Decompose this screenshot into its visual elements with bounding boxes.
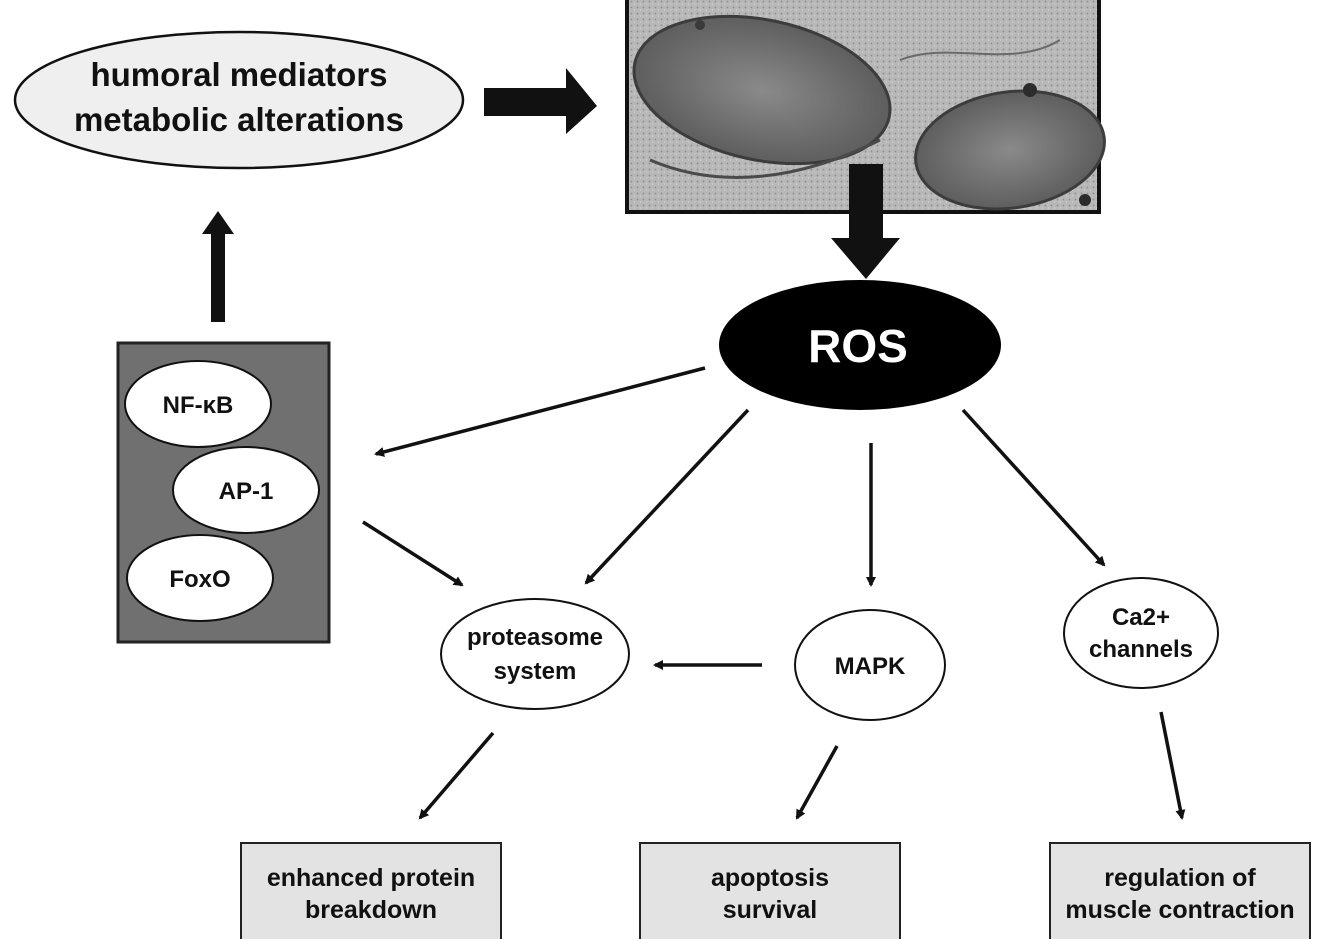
- ca-channels-node: Ca2+ channels: [1063, 577, 1219, 689]
- breakdown-line2: breakdown: [305, 896, 437, 924]
- proteasome-line2: system: [494, 658, 577, 685]
- nfkb-label: NF-κB: [163, 392, 234, 419]
- outcome-muscle-contraction: regulation of muscle contraction: [1049, 842, 1311, 939]
- block-arrow-down: [831, 164, 900, 279]
- arrow-ros-to-tf: [374, 366, 706, 457]
- foxo-label: FoxO: [169, 566, 230, 593]
- humoral-line2: metabolic alterations: [74, 101, 404, 138]
- muscle-line2: muscle contraction: [1065, 896, 1294, 924]
- mapk-label: MAPK: [835, 653, 906, 680]
- muscle-line1: regulation of: [1104, 864, 1256, 892]
- arrow-proteasome-to-breakdown: [418, 731, 495, 820]
- ros-node: ROS: [719, 280, 1001, 410]
- ca-line1: Ca2+: [1112, 604, 1170, 631]
- arrow-mapk-to-apoptosis: [795, 745, 839, 820]
- ca-line2: channels: [1089, 636, 1193, 663]
- mapk-node: MAPK: [794, 609, 946, 721]
- ap1-node: [172, 446, 320, 534]
- apoptosis-line2: survival: [723, 896, 818, 924]
- arrow-tf-to-proteasome: [362, 520, 464, 587]
- connector-arrows: [362, 366, 1186, 820]
- block-arrow-up: [202, 211, 234, 322]
- block-arrow-right: [484, 68, 597, 134]
- arrow-ros-to-proteasome: [584, 408, 750, 585]
- apoptosis-line1: apoptosis: [711, 864, 829, 892]
- proteasome-line1: proteasome: [467, 624, 603, 651]
- outcome-protein-breakdown: enhanced protein breakdown: [240, 842, 502, 939]
- proteasome-node: proteasome system: [440, 598, 630, 710]
- mitochondria-micrograph: [625, 0, 1106, 214]
- ros-label: ROS: [808, 320, 908, 372]
- transcription-factors-box: NF-κB AP-1 FoxO: [116, 341, 331, 644]
- humoral-mediators-node: humoral mediators metabolic alterations: [13, 30, 465, 170]
- arrow-ros-to-ca: [961, 408, 1106, 567]
- breakdown-line1: enhanced protein: [267, 864, 475, 892]
- foxo-node: [126, 534, 274, 622]
- arrow-ca-to-muscle: [1159, 711, 1186, 820]
- ap1-label: AP-1: [219, 478, 274, 505]
- nfkb-node: [124, 360, 272, 448]
- humoral-line1: humoral mediators: [90, 56, 387, 93]
- outcome-apoptosis: apoptosis survival: [639, 842, 901, 939]
